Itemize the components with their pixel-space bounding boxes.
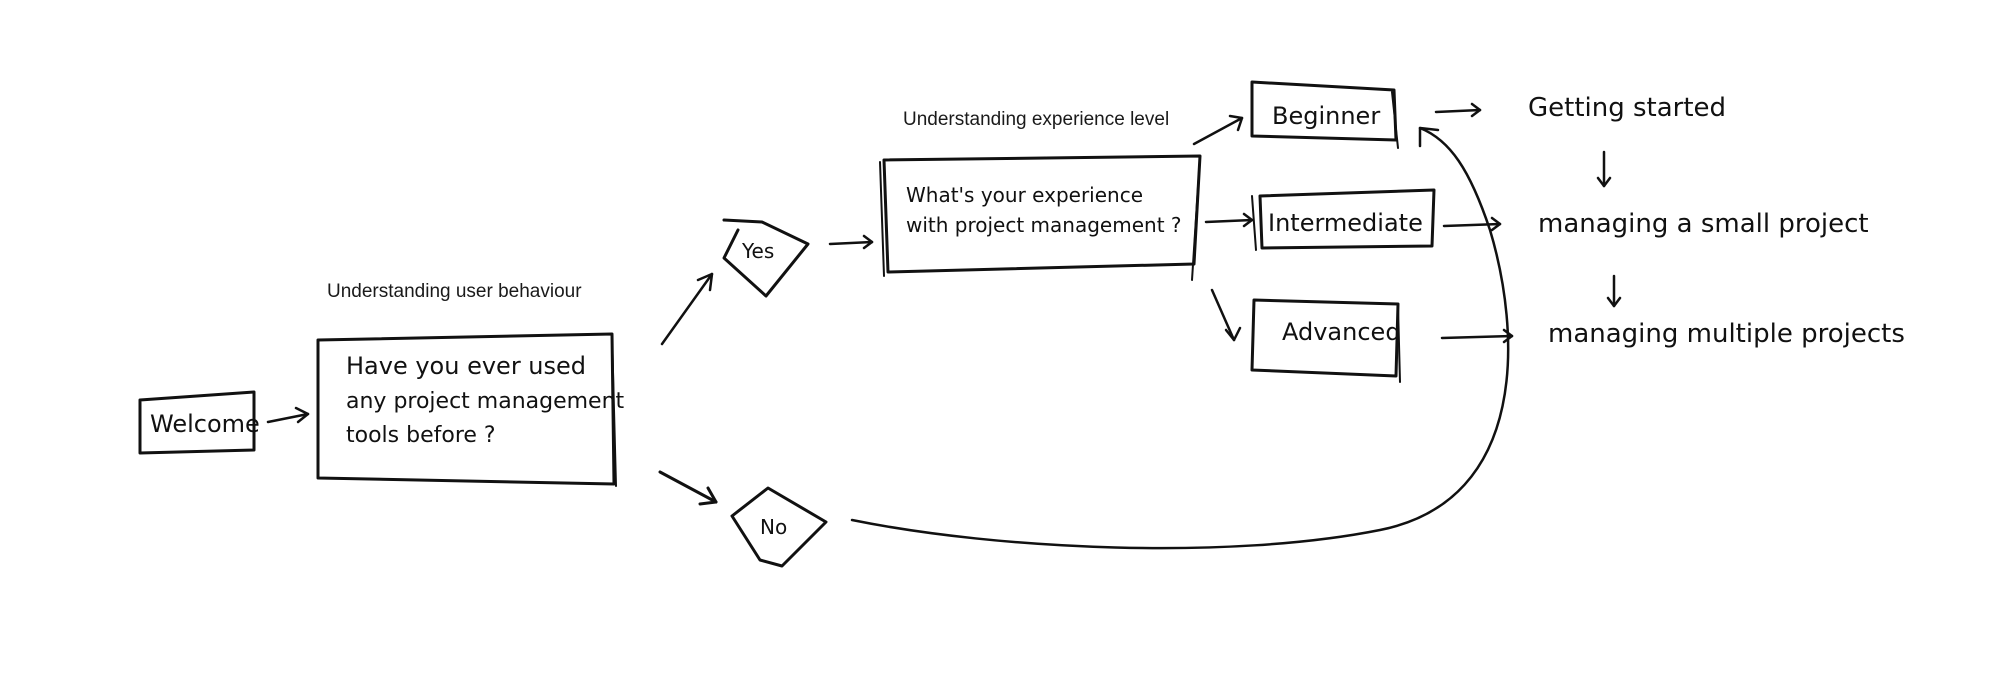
question2-line-1: What's your experience: [906, 183, 1143, 207]
question2-node: What's your experience with project mana…: [879, 154, 1202, 281]
arrow-small-project-to-multiple-projects: [1606, 274, 1622, 308]
arrow-welcome-to-question1: [266, 406, 310, 424]
welcome-node: Welcome: [138, 390, 260, 455]
question1-node: Have you ever used any project managemen…: [316, 332, 625, 487]
arrow-getting-started-to-small-project: [1596, 150, 1612, 188]
outcome-multiple-projects: managing multiple projects: [1548, 319, 1905, 349]
arrow-question2-to-intermediate: [1204, 212, 1254, 228]
arrow-question2-to-advanced: [1210, 288, 1242, 342]
arrow-intermediate-to-small-project: [1442, 216, 1502, 232]
no-node: No: [730, 486, 828, 568]
outcome-getting-started: Getting started: [1528, 93, 1726, 123]
question1-line-1: Have you ever used: [346, 352, 586, 380]
section-label-user-behaviour: Understanding user behaviour: [327, 281, 582, 302]
outcome-small-project: managing a small project: [1538, 209, 1869, 239]
question2-line-2: with project management ?: [906, 213, 1182, 237]
welcome-label: Welcome: [150, 410, 260, 438]
arrow-no-to-beginner: [850, 126, 1510, 550]
question1-line-2: any project management: [346, 389, 625, 414]
no-label: No: [760, 515, 787, 539]
arrow-advanced-to-multiple-projects: [1440, 328, 1514, 344]
beginner-node: Beginner: [1250, 80, 1399, 149]
advanced-node: Advanced: [1250, 298, 1401, 383]
advanced-label: Advanced: [1282, 318, 1401, 346]
yes-node: Yes: [722, 218, 810, 298]
arrow-question1-to-yes: [660, 272, 714, 346]
question1-line-3: tools before ?: [346, 423, 496, 448]
intermediate-node: Intermediate: [1251, 188, 1436, 251]
beginner-label: Beginner: [1272, 102, 1380, 130]
arrow-yes-to-question2: [828, 234, 874, 250]
intermediate-label: Intermediate: [1268, 209, 1423, 237]
section-label-experience-level: Understanding experience level: [903, 109, 1169, 130]
arrow-beginner-to-getting-started: [1434, 102, 1482, 118]
yes-label: Yes: [741, 239, 774, 263]
arrow-question2-to-beginner: [1192, 114, 1244, 146]
arrow-question1-to-no: [658, 470, 718, 506]
